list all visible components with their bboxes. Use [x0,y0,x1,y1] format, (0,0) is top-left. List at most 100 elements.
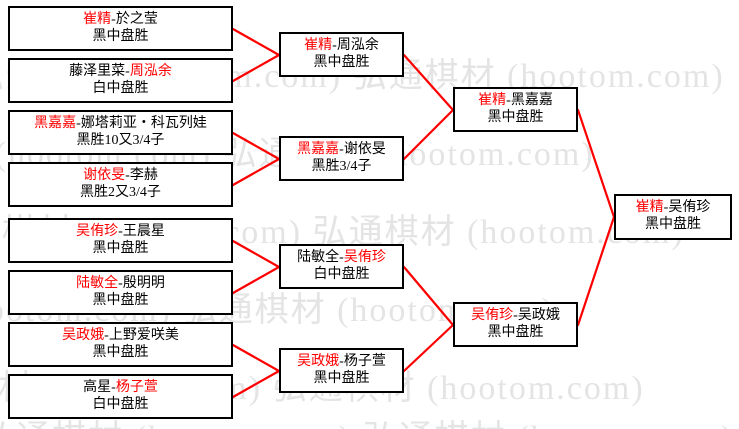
connector-line [231,239,281,269]
player-left: 高星 [83,379,112,395]
player-right: 王晨星 [122,223,165,239]
connector-line [402,265,455,327]
pairing-separator: - [339,353,344,369]
match-box-r1m7[interactable]: 吴政娥-上野爱咲美 黑中盘胜 [8,322,233,367]
player-right: 杨子萱 [343,353,386,369]
player-right: 周泓余 [336,37,379,53]
pairing-separator: - [663,200,669,216]
match-result: 白中盘胜 [92,80,149,96]
pairing-separator: - [339,141,344,157]
match-result: 黑中盘胜 [313,370,370,386]
connector-line [231,343,281,373]
pairing-separator: - [513,307,518,323]
match-result: 黑中盘胜 [487,324,544,340]
match-pairing: 黑嘉嘉-谢依旻 [297,142,386,159]
match-pairing: 崔精-吴侑珍 [636,200,711,217]
player-left: 吴政娥 [62,327,105,343]
player-left: 黑嘉嘉 [34,115,77,131]
match-pairing: 黑嘉嘉-娜塔莉亚・科瓦列娃 [34,116,207,133]
match-result: 黑中盘胜 [92,292,149,308]
player-right: 吴政娥 [517,307,560,323]
pairing-separator: - [111,379,116,395]
connector-line [231,369,281,399]
connector-line [231,157,281,187]
match-result: 黑中盘胜 [92,240,149,256]
match-box-r3m2[interactable]: 吴侑珍-吴政娥 黑中盘胜 [453,302,578,347]
match-box-r2m1[interactable]: 崔精-周泓余 黑中盘胜 [279,32,404,77]
match-pairing: 藤泽里菜-周泓余 [69,64,172,81]
match-box-r1m8[interactable]: 高星-杨子萱 白中盘胜 [8,374,233,419]
player-right: 吴侑珍 [343,249,386,265]
match-pairing: 吴侑珍-王晨星 [76,224,165,241]
match-pairing: 高星-杨子萱 [83,380,158,397]
player-left: 吴政娥 [297,353,340,369]
connector-line [231,265,281,295]
match-result: 黑中盘胜 [645,217,701,232]
player-left: 谢依旻 [83,167,126,183]
player-right: 李赫 [129,167,158,183]
player-left: 崔精 [304,37,333,53]
player-left: 藤泽里菜 [69,63,126,79]
pairing-separator: - [111,11,116,27]
match-box-r2m4[interactable]: 吴政娥-杨子萱 黑中盘胜 [279,348,404,393]
pairing-separator: - [332,37,337,53]
match-box-r2m3[interactable]: 陆敏全-吴侑珍 白中盘胜 [279,244,404,289]
pairing-separator: - [125,167,130,183]
player-left: 吴侑珍 [471,307,514,323]
player-right: 谢依旻 [343,141,386,157]
match-pairing: 崔精-黑嘉嘉 [478,93,553,110]
match-pairing: 吴政娥-上野爱咲美 [62,328,179,345]
player-left: 陆敏全 [297,249,340,265]
match-box-r3m1[interactable]: 崔精-黑嘉嘉 黑中盘胜 [453,87,578,132]
match-result: 黑中盘胜 [92,344,149,360]
connector-line [231,27,281,57]
match-result: 黑胜2又3/4子 [80,184,161,200]
pairing-separator: - [125,63,130,79]
match-pairing: 陆敏全-吴侑珍 [297,250,386,267]
match-result: 黑胜3/4子 [311,158,372,174]
player-left: 吴侑珍 [76,223,119,239]
match-pairing: 崔精-於之莹 [83,12,158,29]
player-right: 周泓余 [129,63,172,79]
match-box-r1m5[interactable]: 吴侑珍-王晨星 黑中盘胜 [8,218,233,263]
pairing-separator: - [506,92,511,108]
connector-line [402,323,455,373]
match-result: 黑中盘胜 [313,54,370,70]
player-right: 於之莹 [115,11,158,27]
match-pairing: 吴侑珍-吴政娥 [471,308,560,325]
match-result: 白中盘胜 [92,396,149,412]
player-left: 崔精 [83,11,112,27]
pairing-separator: - [118,275,123,291]
player-left: 黑嘉嘉 [297,141,340,157]
match-box-r1m6[interactable]: 陆敏全-殷明明 黑中盘胜 [8,270,233,315]
pairing-separator: - [118,223,123,239]
match-box-r1m4[interactable]: 谢依旻-李赫 黑胜2又3/4子 [8,162,233,207]
pairing-separator: - [339,249,344,265]
connector-line [231,131,281,161]
connector-line [402,53,455,112]
match-pairing: 崔精-周泓余 [304,38,379,55]
match-result: 黑中盘胜 [487,109,544,125]
match-box-r1m1[interactable]: 崔精-於之莹 黑中盘胜 [8,6,233,51]
player-right: 娜塔莉亚・科瓦列娃 [80,115,207,131]
pairing-separator: - [104,327,109,343]
match-box-r2m2[interactable]: 黑嘉嘉-谢依旻 黑胜3/4子 [279,136,404,181]
match-box-r1m3[interactable]: 黑嘉嘉-娜塔莉亚・科瓦列娃 黑胜10又3/4子 [8,110,233,155]
player-right: 吴侑珍 [668,200,711,216]
match-result: 白中盘胜 [313,266,370,282]
match-result: 黑中盘胜 [92,28,149,44]
match-pairing: 谢依旻-李赫 [83,168,158,185]
match-result: 黑胜10又3/4子 [76,132,165,148]
player-left: 崔精 [635,200,664,216]
match-pairing: 吴政娥-杨子萱 [297,354,386,371]
player-right: 殷明明 [122,275,165,291]
match-box-r1m2[interactable]: 藤泽里菜-周泓余 白中盘胜 [8,58,233,103]
player-right: 上野爱咲美 [108,327,179,343]
player-right: 黑嘉嘉 [510,92,553,108]
connector-line [576,108,616,219]
match-pairing: 陆敏全-殷明明 [76,276,165,293]
match-box-final[interactable]: 崔精-吴侑珍 黑中盘胜 [614,194,732,240]
connector-line [576,215,616,327]
connector-line [402,108,455,161]
